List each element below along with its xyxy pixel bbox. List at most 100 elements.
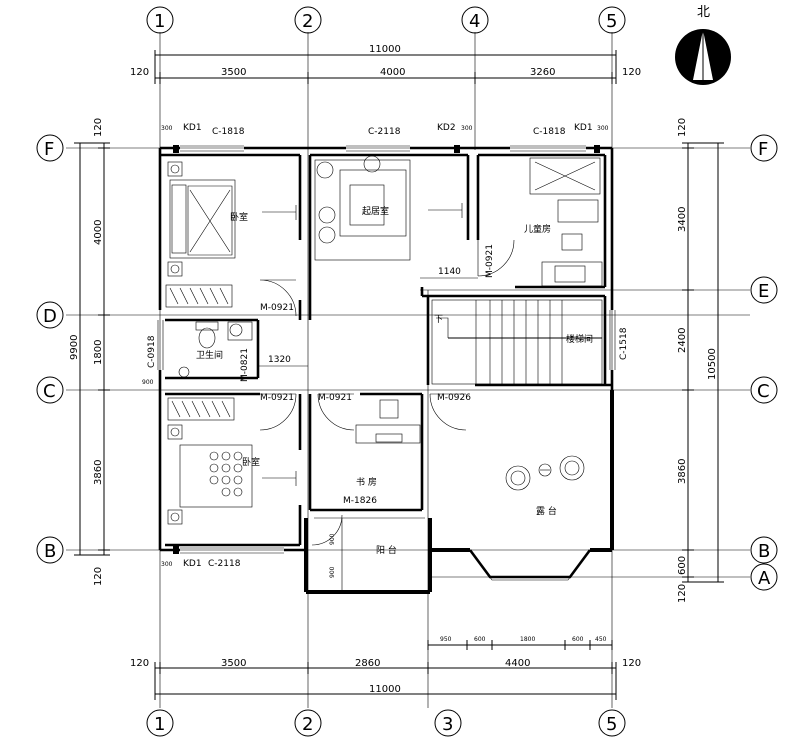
stairs (431, 299, 603, 385)
axis-right-B: B (758, 541, 770, 562)
axis-bubbles-right: F E C B A (750, 134, 778, 591)
dim-bottom-seg-1: 120 (130, 658, 149, 669)
dim-bay-5: 450 (595, 636, 607, 643)
dim-top-seg-5: 120 (622, 67, 641, 78)
label-300-right: 300 (597, 125, 609, 132)
doors (257, 239, 515, 546)
dim-left-seg-3: 1800 (93, 340, 104, 365)
axis-right-A: A (758, 568, 771, 589)
dim-bay-4: 600 (572, 636, 584, 643)
room-stair: 楼梯间 (566, 333, 593, 345)
dim-left-seg-2: 4000 (93, 220, 104, 245)
label-c1818-right: C-1818 (533, 127, 566, 137)
axis-top-5: 5 (606, 11, 617, 32)
label-m0921-a: M-0921 (260, 303, 294, 313)
dimensions-bottom: 950 600 1800 600 450 120 3500 2860 4400 … (130, 636, 641, 700)
dim-bay-1: 950 (440, 636, 452, 643)
dim-left-total: 9900 (69, 335, 80, 360)
dim-right-seg-1: 120 (677, 118, 688, 137)
axis-right-F: F (758, 139, 768, 160)
label-m1826: M-1826 (343, 496, 377, 506)
axis-bottom-5: 5 (606, 714, 617, 735)
room-bath: 卫生间 (196, 349, 223, 361)
axis-right-C: C (757, 381, 770, 402)
label-down: 下 (434, 315, 443, 325)
dimensions-left: 9900 120 4000 1800 3860 120 (69, 118, 110, 586)
axis-top-1: 1 (154, 11, 165, 32)
axis-left-D: D (43, 306, 57, 327)
dim-right-total: 10500 (707, 348, 718, 380)
opening-labels: 300 KD1 C-1818 C-2118 KD2 300 C-1818 KD1… (142, 123, 629, 578)
room-terrace: 露 台 (536, 505, 557, 517)
axis-bottom-1: 1 (154, 714, 165, 735)
room-bedroom-bottom: 卧室 (242, 456, 260, 468)
label-m0921-d: M-0921 (318, 393, 352, 403)
dim-top-total: 11000 (369, 44, 401, 55)
label-c2118-bottom: C-2118 (208, 559, 241, 569)
label-c2118-top: C-2118 (368, 127, 401, 137)
north-label: 北 (697, 5, 710, 20)
label-c0918: C-0918 (147, 335, 157, 368)
axis-left-B: B (44, 541, 56, 562)
dim-right-seg-3: 2400 (677, 328, 688, 353)
label-kd1-bottom: KD1 (183, 559, 202, 569)
room-living: 起居室 (362, 205, 389, 217)
dim-top-seg-3: 4000 (380, 67, 405, 78)
label-m0921-b: M-0921 (485, 244, 495, 278)
furniture (165, 155, 603, 525)
windows (157, 145, 616, 554)
dim-bay-3: 1800 (520, 636, 535, 643)
label-dim-1140: 1140 (438, 267, 461, 277)
dim-bottom-seg-2: 3500 (221, 658, 246, 669)
axis-grid (66, 32, 750, 708)
label-900-b: 900 (329, 566, 336, 578)
dim-left-seg-5: 120 (93, 567, 104, 586)
walls (158, 146, 614, 594)
dim-left-seg-4: 3860 (93, 460, 104, 485)
dim-bottom-total: 11000 (369, 684, 401, 695)
dim-top-seg-1: 120 (130, 67, 149, 78)
dim-right-seg-6: 120 (677, 584, 688, 603)
dim-bottom-seg-3: 2860 (355, 658, 380, 669)
dim-bottom-seg-5: 120 (622, 658, 641, 669)
axis-bubbles-left: F D C B (36, 134, 64, 564)
room-study: 书 房 (356, 476, 377, 488)
axis-right-E: E (758, 281, 769, 302)
label-900-a: 900 (329, 533, 336, 545)
label-m0821: M-0821 (240, 348, 250, 382)
label-900-c: 900 (142, 379, 154, 386)
dimensions-top: 11000 120 3500 4000 3260 120 (130, 44, 641, 84)
label-kd1-right: KD1 (574, 123, 593, 133)
room-labels: 卧室 起居室 儿童房 卫生间 楼梯间 卧室 书 房 阳 台 露 台 (196, 205, 593, 556)
axis-bubbles-top: 1 2 4 5 (146, 6, 626, 34)
label-m0921-c: M-0921 (260, 393, 294, 403)
entry-markers (262, 203, 463, 486)
room-kids: 儿童房 (524, 223, 551, 235)
dim-right-seg-5: 600 (677, 556, 688, 575)
label-c1818-left: C-1818 (212, 127, 245, 137)
dim-left-seg-1: 120 (93, 118, 104, 137)
label-kd2: KD2 (437, 123, 456, 133)
dimensions-right: 120 3400 2400 3860 600 120 10500 (677, 118, 724, 603)
axis-left-C: C (43, 381, 56, 402)
label-m0926: M-0926 (437, 393, 471, 403)
axis-bottom-2: 2 (302, 714, 313, 735)
dim-right-seg-4: 3860 (677, 459, 688, 484)
dim-bottom-seg-4: 4400 (505, 658, 530, 669)
label-300-left: 300 (161, 125, 173, 132)
dim-bay-2: 600 (474, 636, 486, 643)
axis-bottom-3: 3 (442, 714, 453, 735)
dim-right-seg-2: 3400 (677, 207, 688, 232)
label-300-mid: 300 (461, 125, 473, 132)
label-c1518: C-1518 (619, 327, 629, 360)
dim-top-seg-4: 3260 (530, 67, 555, 78)
dim-top-seg-2: 3500 (221, 67, 246, 78)
room-bedroom-top: 卧室 (230, 211, 248, 223)
room-balcony: 阳 台 (376, 544, 397, 556)
axis-bubbles-bottom: 1 2 3 5 (146, 709, 626, 737)
north-arrow: 北 (675, 5, 731, 85)
axis-top-2: 2 (302, 11, 313, 32)
label-300-bottom: 300 (161, 561, 173, 568)
label-dim-1320: 1320 (268, 355, 291, 365)
axis-top-4: 4 (469, 11, 480, 32)
